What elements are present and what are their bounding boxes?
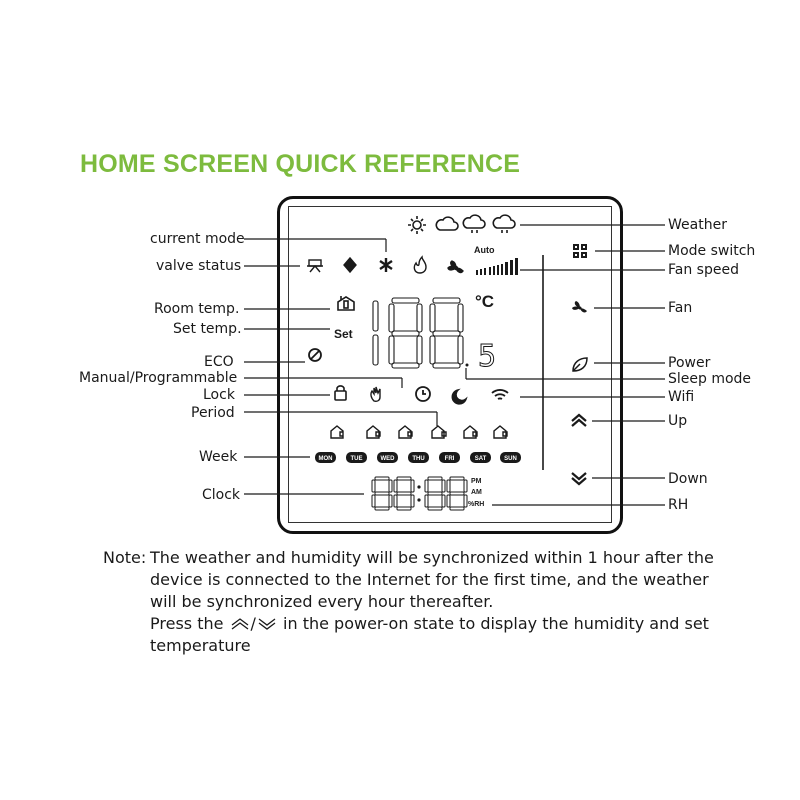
period-5-icon [463,425,478,439]
period-2-icon [366,425,381,439]
mode-switch-icon[interactable] [573,244,587,258]
down-chevron-icon[interactable] [571,472,587,486]
note-line-5: temperature [150,636,251,655]
rh-indicator: %RH [468,501,484,508]
period-4-icon [431,425,447,439]
decimal-point [465,363,469,367]
period-1-icon [330,425,344,439]
label-fan-speed: Fan speed [668,262,739,278]
label-wifi: Wifi [668,389,695,405]
weekday-label: SUN [504,456,517,462]
weekday-pill [408,452,429,463]
weekday-pill [470,452,491,463]
weekday-pill [439,452,460,463]
lock-icon [334,385,347,401]
temperature-digits [372,297,464,369]
label-valve-status: valve status [156,258,242,274]
label-clock: Clock [202,487,241,503]
label-eco: ECO [204,354,234,370]
weekday-pill [315,452,336,463]
manual-hand-icon [370,386,381,402]
note-press-tail: in the power-on state to display the hum… [277,614,709,633]
label-fan: Fan [668,300,693,316]
decimal-digit: 5 [478,339,496,374]
flame-icon [413,255,427,274]
label-rh: RH [668,497,689,513]
celsius-unit: °C [475,292,494,311]
up-chevron-icon[interactable] [571,413,587,427]
valve-icon [307,259,323,273]
programmable-clock-icon [415,386,431,402]
weekday-pill [346,452,367,463]
am-indicator: AM [471,489,482,496]
snow-cloud-icon [492,214,516,233]
label-mode-switch: Mode switch [668,243,756,259]
pm-indicator: PM [471,478,482,485]
sun-icon [408,216,426,234]
label-weather: Weather [668,217,727,233]
period-6-icon [493,425,508,439]
label-down: Down [668,471,708,487]
note-line-3: will be synchronized every hour thereaft… [150,592,494,611]
label-manual-programmable: Manual/Programmable [79,370,238,386]
label-room-temp: Room temp. [154,301,240,317]
note-line-4: Press the / in the power-on state to dis… [150,613,743,635]
label-set-temp: Set temp. [173,321,242,337]
clock-colon-bottom [417,498,421,502]
fan-speed-bars [476,258,518,275]
cloud-icon [435,216,459,231]
weekday-label: WED [381,456,396,462]
eco-icon [308,348,322,362]
label-sleep-mode: Sleep mode [668,371,752,387]
label-power: Power [668,355,711,371]
label-up: Up [668,413,688,429]
rain-icon [462,214,486,233]
weekday-label: FRI [445,456,455,462]
note-line-2: device is connected to the Internet for … [150,570,709,589]
note-block: Note: The weather and humidity will be s… [103,547,743,657]
clock-digits [371,476,468,511]
heating-icon [343,256,357,274]
clock-colon-top [417,485,421,489]
thermostat-frame [277,196,623,534]
weekday-pill [377,452,398,463]
page-title: HOME SCREEN QUICK REFERENCE [80,150,521,178]
weekday-row: MON TUE WED THU FRI SAT SUN [315,452,521,463]
period-3-icon [398,425,413,439]
label-period: Period [191,405,235,421]
sleep-moon-icon [451,388,468,405]
power-leaf-icon[interactable] [572,357,588,372]
up-arrow-glyph-icon [231,618,248,630]
wifi-icon [491,389,509,400]
weekday-label: TUE [351,456,363,462]
weekday-label: MON [319,456,333,462]
weekday-label: THU [412,456,424,462]
note-slash: / [250,614,256,633]
down-arrow-glyph-icon [258,618,276,630]
weekday-label: SAT [475,456,487,462]
cooling-icon [379,258,393,272]
note-press-text: Press the [150,614,229,633]
set-indicator: Set [334,327,353,341]
label-lock: Lock [203,387,235,403]
room-temp-icon [337,296,355,311]
weekday-pill [500,452,521,463]
auto-indicator: Auto [474,245,495,255]
label-week: Week [199,449,238,465]
fan-icon [447,260,464,274]
period-icons [330,425,508,439]
thermostat-screen [288,206,612,523]
note-prefix: Note: [103,548,147,567]
note-line-1: The weather and humidity will be synchro… [150,548,714,567]
fan-button-icon[interactable] [572,301,587,313]
label-current-mode: current mode [150,231,245,247]
